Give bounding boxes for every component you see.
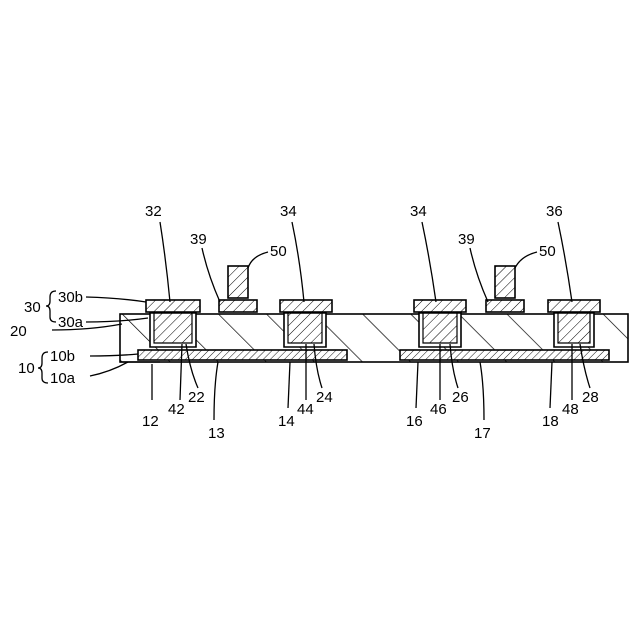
label-16: 16 [406,413,423,430]
label-39-left: 39 [190,231,207,248]
label-10a: 10a [50,370,76,387]
label-48: 48 [562,401,579,418]
label-12: 12 [142,413,159,430]
bump-50-right [495,266,515,298]
label-20: 20 [10,323,27,340]
label-10b: 10b [50,348,75,365]
label-10: 10 [18,360,35,377]
brace-10 [38,352,48,383]
label-13: 13 [208,425,225,442]
label-34-left: 34 [280,203,297,220]
label-30: 30 [24,299,41,316]
label-26: 26 [452,389,469,406]
label-24: 24 [316,389,333,406]
label-42: 42 [168,401,185,418]
pad-39-left [219,300,257,312]
via-34-left [280,300,332,347]
brace-30 [46,291,56,322]
label-50-right: 50 [539,243,556,260]
via-32 [146,300,200,347]
bump-50-left [228,266,248,298]
label-50-left: 50 [270,243,287,260]
pad-39-right [486,300,524,312]
label-39-right: 39 [458,231,475,248]
via-36 [548,300,600,347]
label-44: 44 [297,401,314,418]
label-30b: 30b [58,289,83,306]
label-22: 22 [188,389,205,406]
label-30a: 30a [58,314,84,331]
label-34-right: 34 [410,203,427,220]
label-17: 17 [474,425,491,442]
label-32: 32 [145,203,162,220]
label-46: 46 [430,401,447,418]
label-18: 18 [542,413,559,430]
lower-wiring-17 [400,350,609,360]
via-34-right [414,300,466,347]
label-36: 36 [546,203,563,220]
label-14: 14 [278,413,295,430]
label-28: 28 [582,389,599,406]
